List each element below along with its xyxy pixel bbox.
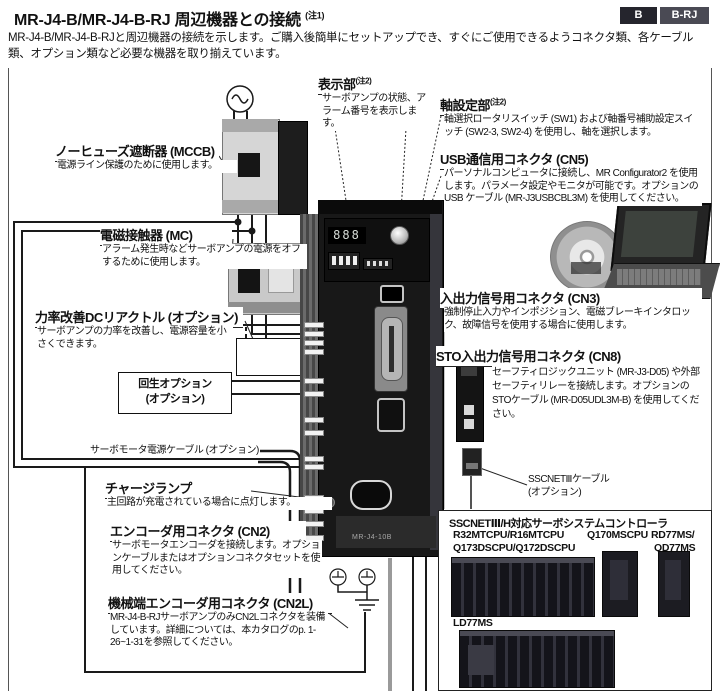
callout-mccb-body: 電源ライン保護のために使用します。 (57, 160, 237, 173)
regen-line2: (オプション) (145, 393, 205, 405)
left-page-border (8, 68, 9, 691)
callout-axis-body: 軸選択ロータリスイッチ (SW1) および軸番号補助設定スイッチ (SW2-3,… (444, 114, 702, 139)
sto-unit-image (456, 360, 484, 442)
callout-io-body: 強制停止入力やインポジション、電磁ブレーキインタロック、故障信号を使用する場合に… (444, 307, 702, 332)
callout-reactor-title: 力率改善DCリアクトル (オプション) (35, 307, 243, 328)
callout-usb-body: パーソナルコンピュータに接続し、MR Configurator2 を使用します。… (444, 168, 702, 206)
callout-cn2-title: エンコーダ用コネクタ (CN2) (110, 521, 306, 542)
controller-model-rd77: RD77MS/ (651, 529, 695, 541)
callout-axis-title-text: 軸設定部 (440, 98, 491, 113)
page-title: MR-J4-B/MR-J4-B-RJ 周辺機器との接続 (注1) (14, 6, 325, 30)
controller-box-title: SSCNETⅢ/H対応サーボシステムコントローラ (449, 518, 668, 530)
callout-io-title: 入出力信号用コネクタ (CN3) (440, 288, 702, 309)
controller-model-r32: R32MTCPU/R16MTCPU (453, 529, 565, 541)
seven-segment-display: 888 (328, 227, 366, 244)
laptop-image (600, 203, 720, 299)
right-page-border (711, 68, 712, 691)
callout-cn2l-body: MR-J4-B-RJサーボアンプのみCN2Lコネクタを装備しています。詳細につい… (110, 612, 328, 650)
ac-source-icon (226, 85, 254, 113)
callout-display-body: サーボアンプの状態、アラーム番号を表示します。 (322, 93, 434, 131)
plc-rack-image-1 (451, 557, 595, 617)
callout-cn2-body: サーボモータエンコーダを接続します。オプションケーブルまたはオプションコネクタセ… (112, 540, 322, 578)
dip-switch-block (328, 252, 360, 270)
rd77ms-image (658, 551, 690, 617)
callout-reactor-body: サーボアンプの力率を改善し、電源容量を小さくできます。 (37, 326, 233, 351)
sscnet-connector-image (462, 448, 482, 476)
sscnet-cable-label: SSCNETⅢケーブル (528, 474, 610, 485)
badge-b-rj: B-RJ (660, 7, 709, 24)
callout-mc-title: 電磁接触器 (MC) (100, 225, 232, 246)
callout-mc-body: アラーム発生時などサーボアンプの電源をオフするために使用します。 (102, 244, 307, 269)
cn5-usb-connector (380, 285, 404, 303)
callout-regen-box: 回生オプション (オプション) (118, 372, 232, 414)
callout-cn2l-title: 機械端エンコーダ用コネクタ (CN2L) (108, 593, 332, 614)
controller-box: SSCNETⅢ/H対応サーボシステムコントローラ R32MTCPU/R16MTC… (438, 510, 712, 691)
callout-axis-note: (注2) (490, 97, 506, 107)
controller-model-q170: Q170MSCPU (587, 529, 648, 541)
callout-display-note: (注2) (355, 76, 372, 86)
page-title-note: (注1) (305, 10, 325, 21)
q170mscpu-image (602, 551, 638, 617)
callout-sto-body: セーフティロジックユニット (MR-J3-D05) や外部セーフティリレーを接続… (492, 366, 706, 422)
callout-mccb-title: ノーヒューズ遮断器 (MCCB) (55, 141, 219, 162)
rotary-switch-icon (390, 226, 409, 245)
cn2-connector (350, 480, 392, 510)
regen-line1: 回生オプション (138, 378, 212, 390)
controller-model-ld77: LD77MS (453, 617, 493, 629)
callout-charge-title: チャージランプ (105, 478, 251, 499)
intro-paragraph: MR-J4-B/MR-J4-B-RJと周辺機器の接続を示します。ご購入後簡単にセ… (8, 32, 694, 60)
page-title-text: MR-J4-B/MR-J4-B-RJ 周辺機器との接続 (14, 12, 301, 29)
cn3-connector (374, 306, 408, 392)
controller-model-q173: Q173DSCPU/Q172DSCPU (453, 542, 576, 554)
callout-display-title: 表示部(注2) (318, 74, 418, 95)
callout-sto-title: STO入出力信号用コネクタ (CN8) (436, 346, 702, 367)
callout-charge-body: 主回路が充電されている場合に点灯します。 (107, 497, 332, 510)
badge-b: B (620, 7, 657, 24)
sscnet-cable-sub: (オプション) (528, 486, 582, 498)
plc-rack-image-2 (459, 630, 615, 688)
callout-display-title-text: 表示部 (318, 77, 356, 92)
callout-sscnet-cable: SSCNETⅢケーブル (オプション) (528, 474, 638, 499)
callout-axis-title: 軸設定部(注2) (440, 95, 702, 116)
callout-motor-cable: サーボモータ電源ケーブル (オプション) (90, 445, 260, 458)
breaker-toggle-icon (238, 153, 260, 177)
callout-usb-title: USB通信用コネクタ (CN5) (440, 149, 702, 170)
cn8-connector (377, 398, 405, 432)
amp-model-label: MR-J4-10B (352, 534, 392, 541)
